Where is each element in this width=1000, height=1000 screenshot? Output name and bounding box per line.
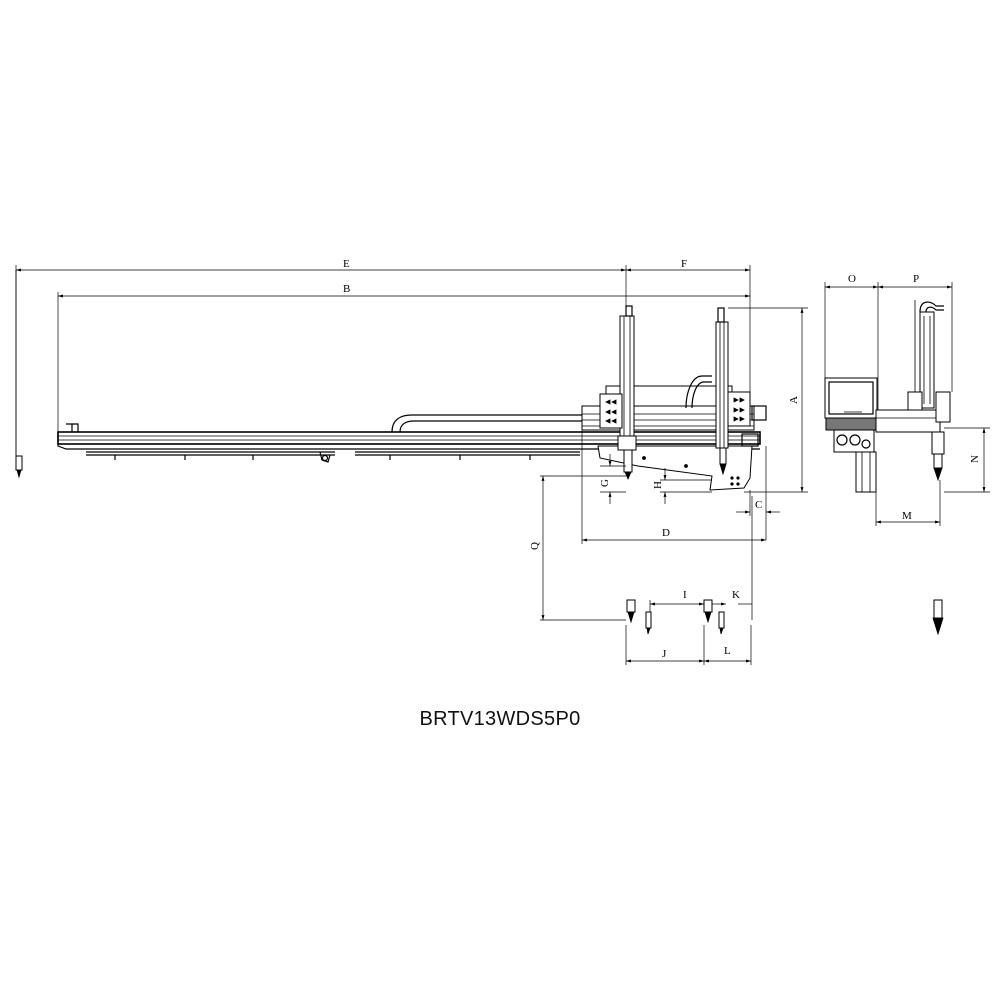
- dim-label-B: B: [343, 283, 350, 295]
- dim-label-C: C: [755, 499, 762, 511]
- detail-gripper-2: [703, 599, 725, 635]
- dim-label-D: D: [662, 527, 670, 539]
- model-number-caption: BRTV13WDS5P0: [419, 708, 581, 730]
- dim-label-Q: Q: [529, 542, 541, 550]
- left-gripper-tool: [15, 270, 23, 479]
- cable-chain: [391, 414, 582, 433]
- dim-label-A: A: [788, 396, 800, 404]
- dim-label-J: J: [662, 648, 667, 660]
- dim-label-L: L: [724, 645, 731, 657]
- dim-label-H: H: [652, 481, 664, 489]
- detail-gripper-1: [626, 599, 652, 635]
- dim-label-K: K: [732, 589, 740, 601]
- detail-gripper-end: [932, 599, 944, 636]
- dim-label-O: O: [848, 273, 856, 285]
- dimension-letters: E F B A C D G H Q I K J L O P N M: [343, 258, 981, 660]
- secondary-vertical-arm: [715, 307, 751, 476]
- dim-label-M: M: [902, 510, 912, 522]
- end-view-assembly: [824, 300, 951, 493]
- traverse-beam: [57, 423, 761, 450]
- main-vertical-arm: [599, 305, 637, 481]
- beam-support-rail: [86, 451, 580, 463]
- dim-label-F: F: [681, 258, 687, 270]
- dim-label-E: E: [343, 258, 350, 270]
- dimension-lines: [15, 265, 990, 665]
- dim-label-I: I: [683, 589, 687, 601]
- dim-label-G: G: [599, 479, 611, 487]
- dim-label-N: N: [969, 455, 981, 463]
- dim-label-P: P: [913, 273, 919, 285]
